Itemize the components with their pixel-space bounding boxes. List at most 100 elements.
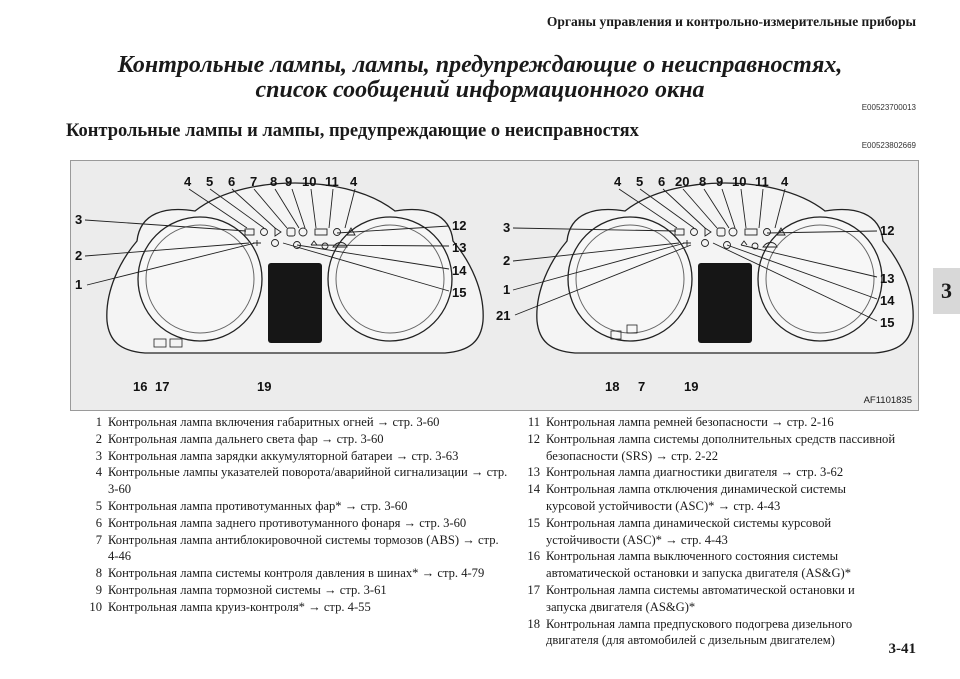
right-callout-7: 7: [638, 379, 645, 394]
cluster-illustration: 4 5 6 7 8 9 10 11 4 3 2 1 12 13 14 15 16…: [75, 174, 914, 394]
right-callout-10: 10: [732, 174, 746, 189]
right-callout-1: 1: [503, 282, 510, 297]
right-callout-9: 9: [716, 174, 723, 189]
legend-item-number: 16: [527, 549, 540, 564]
legend-item: 7 Контрольная лампа антиблокировочной сис…: [78, 532, 508, 566]
left-callout-14: 14: [452, 263, 467, 278]
legend-item-text: Контрольная лампа антиблокировочной сист…: [108, 532, 499, 564]
legend-item-number: 4: [95, 465, 102, 480]
legend-item: 15 Контрольная лампа динамической системы…: [516, 515, 896, 549]
left-callout-1: 1: [75, 277, 82, 292]
section-title: Контрольные лампы и лампы, предупреждающ…: [66, 121, 639, 141]
legend-item-text: Контрольная лампа противотуманных фар* →…: [108, 498, 408, 513]
legend-item: 16 Контрольная лампа выключенного состоян…: [516, 548, 896, 582]
legend-item-text: Контрольная лампа тормозной системы → ст…: [108, 582, 387, 597]
chapter-tab: 3: [933, 268, 960, 314]
legend-item-text: Контрольная лампа круиз-контроля* → стр.…: [108, 599, 371, 614]
legend-item-text: Контрольная лампа выключенного состояния…: [546, 549, 852, 581]
page-title-line-2: список сообщений информационного окна: [255, 77, 705, 103]
legend-item-text: Контрольная лампа отключения динамическо…: [546, 482, 846, 513]
legend-item-text: Контрольные лампы указателей поворота/ав…: [108, 465, 508, 497]
left-callout-10: 10: [302, 174, 316, 189]
right-leader-lines: [512, 188, 878, 322]
legend-item-text: Контрольная лампа диагностики двигателя …: [546, 465, 844, 480]
legend-item: 18 Контрольная лампа предпускового подогр…: [516, 616, 896, 650]
right-callout-6: 6: [658, 174, 665, 189]
instrument-cluster-figure: 4 5 6 7 8 9 10 11 4 3 2 1 12 13 14 15 16…: [70, 160, 919, 411]
right-callout-19: 19: [684, 379, 698, 394]
legend-item: 17 Контрольная лампа системы автоматическ…: [516, 582, 896, 616]
left-callout-15: 15: [452, 285, 466, 300]
right-callout-11: 11: [755, 174, 769, 189]
legend-item-number: 17: [527, 582, 540, 597]
right-callout-4b: 4: [781, 174, 789, 189]
left-callout-13: 13: [452, 240, 466, 255]
legend-item-number: 5: [95, 498, 102, 513]
left-callout-16: 16: [133, 379, 147, 394]
legend-item-number: 12: [527, 431, 540, 446]
legend-item: 3 Контрольная лампа зарядки аккумуляторно…: [78, 448, 508, 465]
legend-item: 9 Контрольная лампа тормозной системы → с…: [78, 582, 508, 599]
left-callout-8: 8: [270, 174, 277, 189]
legend-item-number: 3: [95, 448, 102, 463]
left-callout-9: 9: [285, 174, 292, 189]
legend-item-number: 14: [527, 482, 540, 497]
left-callout-17: 17: [155, 379, 169, 394]
right-callout-4a: 4: [614, 174, 622, 189]
legend-item-number: 8: [95, 566, 102, 581]
legend-item: 5 Контрольная лампа противотуманных фар* …: [78, 498, 508, 515]
legend-item-number: 15: [527, 515, 540, 530]
left-callout-19: 19: [257, 379, 271, 394]
right-callout-3: 3: [503, 220, 510, 235]
legend-item-number: 2: [95, 431, 102, 446]
left-callout-7: 7: [250, 174, 257, 189]
cluster-without-diesel: [106, 182, 484, 354]
legend-item: 6 Контрольная лампа заднего противотуманн…: [78, 515, 508, 532]
legend-item: 4 Контрольные лампы указателей поворота/а…: [78, 464, 508, 498]
legend-item-text: Контрольная лампа динамической системы к…: [546, 515, 832, 547]
legend-item-text: Контрольная лампа системы автоматической…: [546, 582, 855, 614]
legend-item-text: Контрольная лампа включения габаритных о…: [108, 415, 440, 429]
legend-item: 10 Контрольная лампа круиз-контроля* → ст…: [78, 599, 508, 616]
legend-right-column: 11 Контрольная лампа ремней безопасности …: [516, 414, 896, 649]
right-callout-2: 2: [503, 253, 510, 268]
left-callout-11: 11: [325, 174, 339, 189]
legend-item: 14 Контрольная лампа отключения динамичес…: [516, 481, 896, 515]
right-callout-18: 18: [605, 379, 619, 394]
left-callout-6: 6: [228, 174, 235, 189]
legend-item-text: Контрольная лампа системы контроля давле…: [108, 566, 485, 581]
left-callout-3: 3: [75, 212, 82, 227]
legend-item-text: Контрольная лампа ремней безопасности → …: [546, 415, 834, 429]
right-callout-8: 8: [699, 174, 706, 189]
right-callout-20: 20: [675, 174, 689, 189]
figure-code: AF1101835: [863, 395, 912, 406]
page-number: 3-41: [888, 641, 917, 657]
legend-item-text: Контрольная лампа зарядки аккумуляторной…: [108, 448, 459, 463]
left-callout-5: 5: [206, 174, 213, 189]
legend-item-text: Контрольная лампа заднего противотуманно…: [108, 515, 467, 530]
legend-item-text: Контрольная лампа системы дополнительных…: [546, 431, 896, 463]
left-callout-12: 12: [452, 218, 466, 233]
right-callout-12: 12: [880, 223, 894, 238]
left-leader-lines: [84, 188, 450, 292]
legend-item-number: 10: [89, 599, 102, 614]
page-title-line-1: Контрольные лампы, лампы, предупреждающи…: [117, 52, 843, 78]
legend-item-number: 6: [95, 515, 102, 530]
legend-item-number: 18: [527, 616, 540, 631]
legend-item-number: 9: [95, 582, 102, 597]
right-callout-5: 5: [636, 174, 643, 189]
right-callout-21: 21: [496, 308, 510, 323]
chapter-header: Органы управления и контрольно-измерител…: [546, 14, 916, 29]
legend-item-text: Контрольная лампа предпускового подогрев…: [546, 616, 853, 648]
right-callout-15: 15: [880, 315, 894, 330]
left-callout-4a: 4: [184, 174, 192, 189]
legend-item-number: 7: [95, 532, 102, 547]
right-callout-14: 14: [880, 293, 895, 308]
cluster-with-diesel: [536, 182, 914, 354]
left-callout-4b: 4: [350, 174, 358, 189]
legend-item-number: 11: [527, 415, 540, 429]
